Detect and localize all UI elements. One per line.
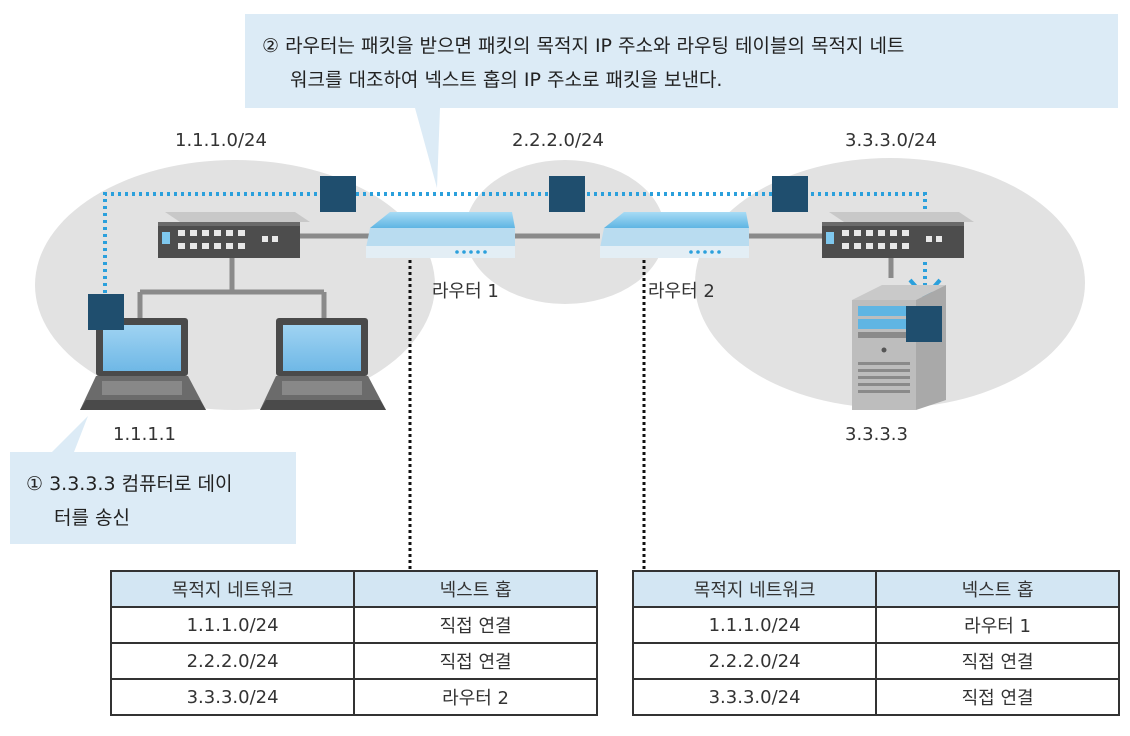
next-hop-cell: 직접 연결 [353, 606, 598, 644]
router-callout-bubble [245, 14, 1118, 188]
network-area-left [35, 160, 435, 410]
destination-cell: 3.3.3.0/24 [631, 678, 878, 716]
server-icon [852, 285, 946, 410]
table-row: 1.1.1.0/24 라우터 1 [631, 606, 1120, 644]
network-label-middle: 2.2.2.0/24 [512, 130, 604, 151]
next-hop-cell: 직접 연결 [875, 678, 1120, 716]
destination-cell: 1.1.1.0/24 [631, 606, 878, 644]
next-hop-cell: 직접 연결 [875, 642, 1120, 680]
laptop-sender-icon [80, 318, 206, 410]
table-row: 2.2.2.0/24 직접 연결 [631, 642, 1120, 680]
table-row: 3.3.3.0/24 라우터 2 [109, 678, 598, 716]
destination-cell: 2.2.2.0/24 [109, 642, 356, 680]
network-label-left: 1.1.1.0/24 [175, 130, 267, 151]
router-2-label: 라우터 2 [648, 281, 715, 302]
next-hop-cell: 라우터 2 [353, 678, 598, 716]
header-destination-network: 목적지 네트워크 [631, 570, 878, 608]
packet-icon [320, 176, 356, 212]
sender-ip-label: 1.1.1.1 [113, 424, 176, 445]
router-1-label: 라우터 1 [432, 281, 499, 302]
header-next-hop: 넥스트 홉 [875, 570, 1120, 608]
header-destination-network: 목적지 네트워크 [109, 570, 356, 608]
network-area-right [695, 158, 1085, 408]
routing-table-router-1: 목적지 네트워크 넥스트 홉 1.1.1.0/24 직접 연결 2.2.2.0/… [109, 570, 598, 716]
laptop-other-icon [260, 318, 386, 410]
host-callout-bubble [10, 416, 296, 544]
switch-left [158, 212, 310, 258]
router-callout-line1: ② 라우터는 패킷을 받으면 패킷의 목적지 IP 주소와 라우팅 테이블의 목… [262, 35, 904, 57]
router-1-device [366, 212, 515, 258]
packet-icon [88, 294, 124, 330]
router-2-device [600, 212, 749, 258]
table-row: 2.2.2.0/24 직접 연결 [109, 642, 598, 680]
destination-cell: 1.1.1.0/24 [109, 606, 356, 644]
server-ip-label: 3.3.3.3 [845, 424, 908, 445]
packet-icon [772, 176, 808, 212]
router-callout-line2: 워크를 대조하여 넥스트 홉의 IP 주소로 패킷을 보낸다. [290, 69, 722, 91]
table-row: 1.1.1.0/24 직접 연결 [109, 606, 598, 644]
next-hop-cell: 라우터 1 [875, 606, 1120, 644]
packet-icon [906, 306, 942, 342]
table-row: 3.3.3.0/24 직접 연결 [631, 678, 1120, 716]
network-label-right: 3.3.3.0/24 [845, 130, 937, 151]
host-callout-line1: ① 3.3.3.3 컴퓨터로 데이 [26, 473, 233, 495]
routing-table-router-2: 목적지 네트워크 넥스트 홉 1.1.1.0/24 라우터 1 2.2.2.0/… [631, 570, 1120, 716]
next-hop-cell: 직접 연결 [353, 642, 598, 680]
packet-icon [549, 176, 585, 212]
host-callout-line2: 터를 송신 [54, 507, 130, 529]
destination-cell: 2.2.2.0/24 [631, 642, 878, 680]
cables [137, 233, 894, 318]
switch-right [822, 212, 974, 258]
destination-cell: 3.3.3.0/24 [109, 678, 356, 716]
header-next-hop: 넥스트 홉 [353, 570, 598, 608]
